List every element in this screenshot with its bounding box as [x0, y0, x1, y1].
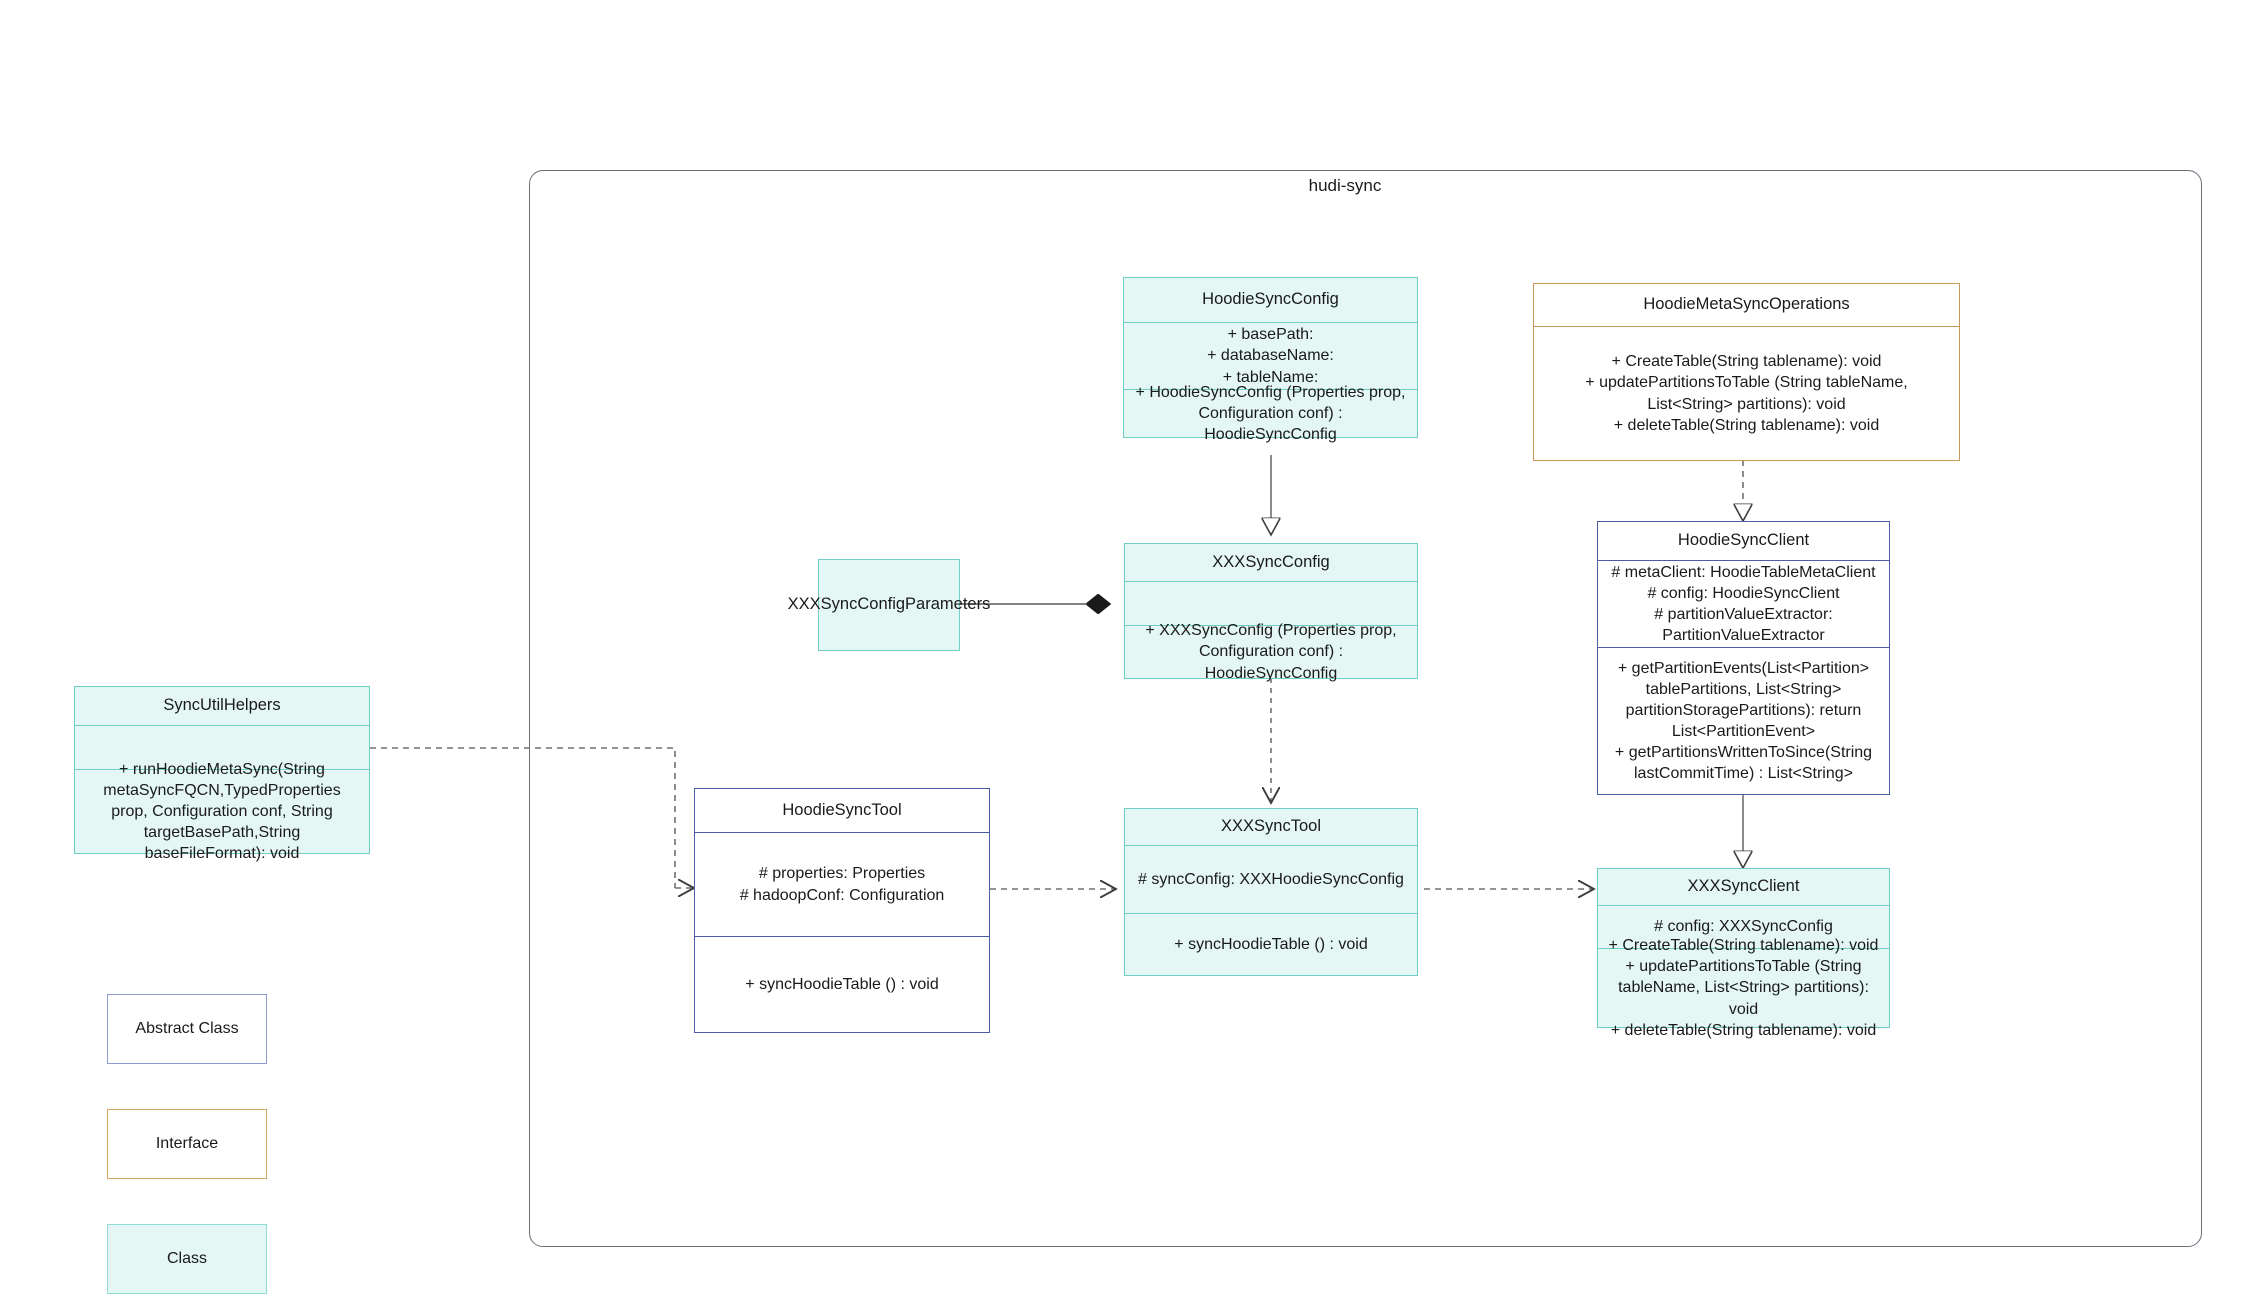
class-attributes-hoodie-sync-tool: # properties: Properties # hadoopConf: C… — [695, 832, 989, 936]
class-box-xxx-sync-client[interactable]: XXXSyncClient # config: XXXSyncConfig + … — [1597, 868, 1890, 1039]
legend-class-label: Class — [166, 1250, 207, 1267]
class-attributes-xxx-sync-client: # config: XXXSyncConfig — [1598, 905, 1889, 948]
class-name-xxx-sync-config-parameters: XXXSyncConfigParameters — [787, 595, 991, 614]
class-methods-hoodie-sync-client: + getPartitionEvents(List<Partition> tab… — [1598, 647, 1889, 794]
package-hudi-sync — [529, 170, 2202, 1247]
class-attributes-xxx-sync-config — [1125, 581, 1417, 625]
class-box-sync-util-helpers[interactable]: SyncUtilHelpers + runHoodieMetaSync(Stri… — [74, 686, 370, 862]
class-box-hoodie-meta-sync-operations[interactable]: HoodieMetaSyncOperations + CreateTable(S… — [1533, 283, 1960, 461]
legend-interface: Interface — [107, 1109, 267, 1179]
class-methods-hoodie-meta-sync-operations: + CreateTable(String tablename): void + … — [1534, 326, 1959, 460]
class-name-hoodie-meta-sync-operations: HoodieMetaSyncOperations — [1643, 295, 1850, 314]
class-name-hoodie-sync-tool: HoodieSyncTool — [782, 800, 902, 819]
class-methods-xxx-sync-config: + XXXSyncConfig (Properties prop, Config… — [1125, 622, 1417, 682]
class-box-xxx-sync-config-parameters[interactable]: XXXSyncConfigParameters — [787, 559, 991, 651]
class-attributes-sync-util-helpers — [75, 725, 369, 769]
class-attributes-hoodie-sync-config: + basePath: + databaseName: + tableName: — [1124, 322, 1417, 389]
legend-abstract-class: Abstract Class — [107, 994, 267, 1064]
class-methods-xxx-sync-client: + CreateTable(String tablename): void + … — [1598, 937, 1889, 1039]
class-methods-hoodie-sync-config: + HoodieSyncConfig (Properties prop, Con… — [1124, 384, 1417, 443]
class-methods-sync-util-helpers: + runHoodieMetaSync(String metaSyncFQCN,… — [75, 761, 369, 862]
package-title: hudi-sync — [1308, 176, 1382, 195]
legend-abstract-class-label: Abstract Class — [135, 1020, 239, 1037]
class-name-xxx-sync-config: XXXSyncConfig — [1212, 552, 1330, 571]
legend-class: Class — [107, 1224, 267, 1294]
class-attributes-hoodie-sync-client: # metaClient: HoodieTableMetaClient # co… — [1598, 560, 1889, 647]
class-methods-hoodie-sync-tool: + syncHoodieTable () : void — [695, 936, 989, 1032]
class-box-xxx-sync-config[interactable]: XXXSyncConfig + XXXSyncConfig (Propertie… — [1124, 543, 1418, 682]
class-box-hoodie-sync-config[interactable]: HoodieSyncConfig + basePath: + databaseN… — [1123, 277, 1418, 443]
class-name-sync-util-helpers: SyncUtilHelpers — [163, 696, 281, 715]
class-box-hoodie-sync-client[interactable]: HoodieSyncClient # metaClient: HoodieTab… — [1597, 521, 1890, 795]
class-name-hoodie-sync-config: HoodieSyncConfig — [1202, 290, 1339, 309]
class-attributes-xxx-sync-tool: # syncConfig: XXXHoodieSyncConfig — [1125, 845, 1417, 913]
class-name-xxx-sync-client: XXXSyncClient — [1687, 877, 1800, 896]
class-box-hoodie-sync-tool[interactable]: HoodieSyncTool # properties: Properties … — [694, 788, 990, 1033]
legend-interface-label: Interface — [155, 1135, 219, 1152]
class-methods-xxx-sync-tool: + syncHoodieTable () : void — [1125, 913, 1417, 975]
class-name-hoodie-sync-client: HoodieSyncClient — [1677, 531, 1810, 550]
class-box-xxx-sync-tool[interactable]: XXXSyncTool # syncConfig: XXXHoodieSyncC… — [1124, 808, 1418, 976]
class-name-xxx-sync-tool: XXXSyncTool — [1221, 817, 1321, 836]
